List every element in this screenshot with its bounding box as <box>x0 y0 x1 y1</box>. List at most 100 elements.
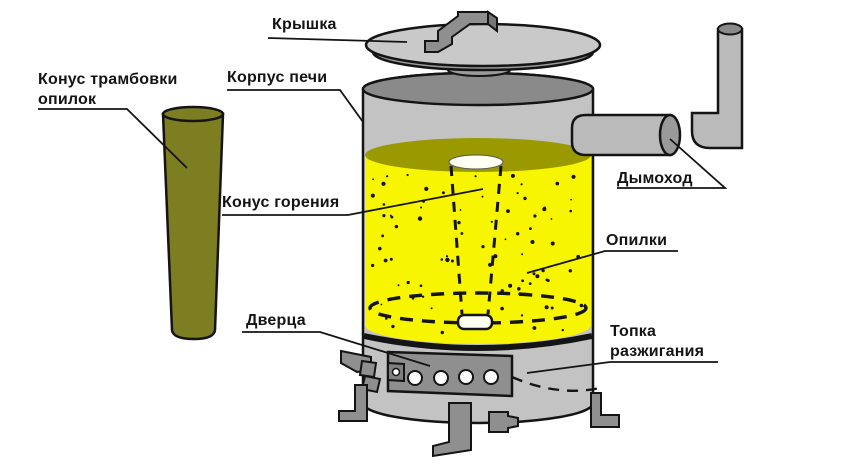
sawdust-speck <box>504 238 507 241</box>
leg-left <box>338 384 368 422</box>
label-ignition-firebox-line1: Топка <box>610 323 657 340</box>
sawdust-speck <box>517 287 521 291</box>
sawdust-speck <box>385 317 388 320</box>
sawdust-speck <box>545 278 549 282</box>
lid-top <box>364 22 602 68</box>
sawdust-speck <box>440 258 444 261</box>
burning-cone-dashed <box>449 165 503 315</box>
sawdust-speck <box>457 220 461 225</box>
sawdust-speck <box>390 215 394 219</box>
sawdust-speck <box>535 274 540 279</box>
chimney-elbow-top <box>717 22 743 36</box>
latch-block-upper <box>358 359 378 379</box>
air-hole <box>433 370 449 386</box>
sawdust-speck <box>543 206 546 210</box>
leader-burning-cone <box>222 188 484 216</box>
sawdust-speck <box>532 326 537 330</box>
label-lid: Крышка <box>272 16 337 33</box>
sawdust-speck <box>550 241 555 246</box>
sawdust-speck <box>568 269 572 273</box>
air-hole <box>458 369 474 385</box>
sawdust-speck <box>500 306 504 311</box>
burning-cone-left-edge <box>449 165 464 315</box>
label-burning-cone: Конус горения <box>222 194 340 211</box>
label-ignition-firebox-line2: разжигания <box>610 343 705 360</box>
sawdust-speck <box>533 214 537 218</box>
leader-lines <box>38 37 728 392</box>
sawdust-speck <box>579 303 584 308</box>
sawdust-speck <box>520 314 524 317</box>
sawdust-speck <box>490 220 493 223</box>
burning-cone-mouth <box>456 313 494 331</box>
sawdust-speck <box>380 303 383 306</box>
sawdust-speck <box>474 175 477 178</box>
sawdust-speck <box>571 174 576 179</box>
leader-firebox-dashed <box>511 375 601 392</box>
sawdust-speck <box>391 324 395 329</box>
leader-tamping-cone <box>38 108 188 169</box>
leg-back <box>488 411 519 433</box>
sawdust-speck <box>389 257 393 261</box>
sawdust-speck <box>378 246 382 251</box>
sawdust-speck <box>555 181 560 186</box>
sawdust-speck <box>541 268 545 273</box>
sawdust-speck <box>530 240 535 244</box>
sawdust-speck <box>441 191 445 195</box>
label-door: Дверца <box>246 312 306 329</box>
tamping-cone-body <box>161 112 225 341</box>
sawdust-speck <box>520 183 523 186</box>
leg-front <box>432 402 472 458</box>
sawdust-speck <box>445 255 449 258</box>
sawdust-speck <box>397 284 400 287</box>
sawdust-speck <box>406 173 409 177</box>
sawdust-speck <box>394 224 399 229</box>
sawdust-speck <box>506 209 510 214</box>
chimney-elbow <box>690 27 744 150</box>
sawdust-speck <box>532 272 536 276</box>
sawdust-speck <box>381 234 384 238</box>
sawdust-speck <box>510 173 515 178</box>
sawdust-speck <box>381 181 386 186</box>
chimney-pipe-end <box>658 113 682 157</box>
sawdust-speck <box>370 193 375 198</box>
label-tamping-cone: Конус трамбовки опилок <box>38 70 178 110</box>
sawdust-speck <box>440 330 444 335</box>
sawdust-speck <box>417 216 423 221</box>
air-hole <box>483 369 499 385</box>
sawdust-speck <box>419 284 423 288</box>
chimney-pipe <box>570 113 672 157</box>
stove-open-top <box>361 71 595 107</box>
sawdust-speck <box>550 306 554 310</box>
sawdust-speck <box>372 178 374 181</box>
sawdust-speck <box>481 245 485 249</box>
tamping-cone <box>161 105 225 341</box>
sawdust-speck <box>550 218 553 220</box>
sawdust-speck <box>382 203 386 206</box>
stove-legs <box>338 384 620 458</box>
sawdust-speck <box>516 232 520 236</box>
tamping-cone-top <box>161 105 225 123</box>
sawdust-speck <box>528 282 532 285</box>
sawdust-speck <box>521 253 524 256</box>
sawdust-base-plate <box>363 333 593 351</box>
sawdust-speck <box>516 192 519 195</box>
label-sawdust: Опилки <box>606 232 668 249</box>
sawdust-speck <box>460 232 464 235</box>
sawdust-speck <box>421 295 425 298</box>
sawdust-speck <box>500 289 504 293</box>
burning-cone-top-hole <box>448 154 504 170</box>
lid-handle-end <box>487 10 498 34</box>
sawdust-speck <box>529 227 532 231</box>
sawdust-speck <box>570 198 572 201</box>
sawdust-speck <box>481 195 484 198</box>
leader-lid <box>267 37 408 43</box>
door-hinge-pin <box>391 367 401 377</box>
label-tamping-cone-line2: опилок <box>38 91 97 108</box>
air-hole <box>407 370 423 386</box>
sawdust-speck <box>382 214 386 218</box>
label-ignition-firebox: Топка разжигания <box>610 322 704 362</box>
sawdust-speck <box>508 283 513 288</box>
sawdust-speck <box>371 263 375 268</box>
